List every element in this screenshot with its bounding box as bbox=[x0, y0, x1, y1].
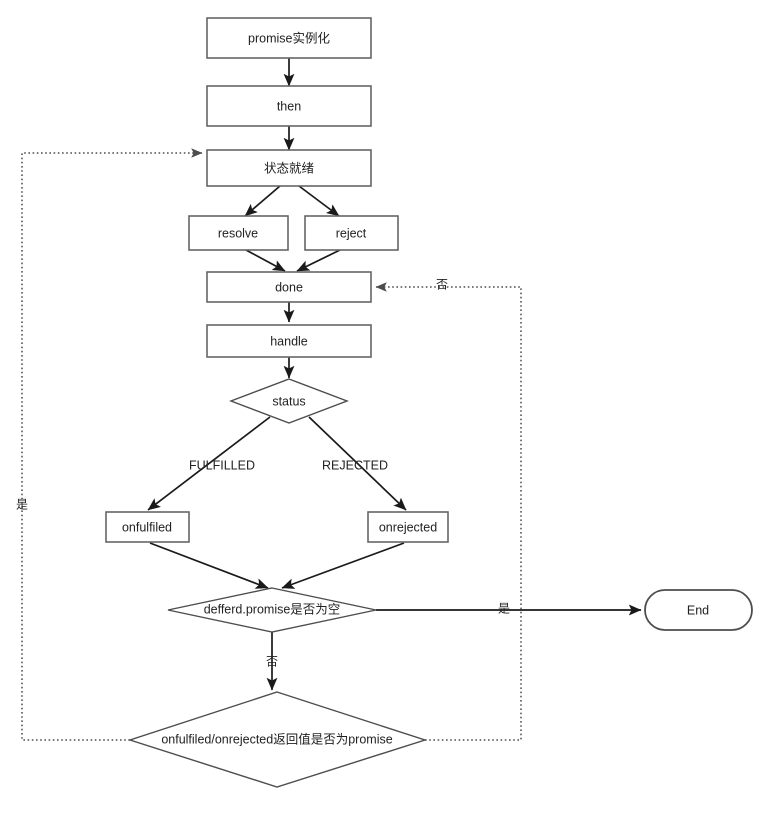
node-status-decision[interactable] bbox=[229, 378, 349, 424]
edge-status-to-onrejected bbox=[308, 416, 407, 511]
node-then[interactable] bbox=[206, 85, 372, 127]
edge-label-return-yes: 是 bbox=[16, 498, 28, 512]
edge-state-ready-to-reject bbox=[298, 185, 340, 217]
node-end-label: End bbox=[687, 603, 709, 617]
node-handle-label: handle bbox=[270, 334, 308, 348]
edge-label-deferred-no: 否 bbox=[266, 655, 278, 669]
node-onrejected-label: onrejected bbox=[379, 520, 437, 534]
edge-resolve-to-done bbox=[245, 249, 286, 272]
node-onfulfiled[interactable] bbox=[105, 511, 190, 543]
edge-reject-to-done bbox=[296, 249, 341, 272]
node-done[interactable] bbox=[206, 271, 372, 303]
node-return-is-promise-decision[interactable] bbox=[127, 691, 428, 788]
edge-label-rejected: REJECTED bbox=[322, 458, 388, 472]
node-reject-label: reject bbox=[336, 226, 367, 240]
node-then-label: then bbox=[277, 99, 301, 113]
node-promise-init[interactable] bbox=[206, 17, 372, 59]
node-reject[interactable] bbox=[304, 215, 399, 251]
edge-label-return-no: 否 bbox=[436, 278, 448, 292]
edge-state-ready-to-resolve bbox=[244, 185, 281, 217]
node-resolve[interactable] bbox=[188, 215, 289, 251]
node-promise-init-label: promise实例化 bbox=[248, 30, 330, 45]
node-handle[interactable] bbox=[206, 324, 372, 358]
edge-onfulfiled-to-deferred bbox=[149, 542, 269, 589]
node-resolve-label: resolve bbox=[218, 226, 258, 240]
edge-status-to-onfulfiled bbox=[147, 416, 271, 511]
node-state-ready-label: 状态就绪 bbox=[264, 160, 314, 175]
node-onfulfiled-label: onfulfiled bbox=[122, 520, 172, 534]
node-onrejected[interactable] bbox=[367, 511, 449, 543]
edge-label-deferred-yes: 是 bbox=[498, 602, 510, 616]
edge-return-check-yes-to-state-ready bbox=[21, 148, 203, 741]
node-status-label: status bbox=[272, 394, 305, 408]
node-state-ready[interactable] bbox=[206, 149, 372, 187]
edge-label-fulfilled: FULFILLED bbox=[189, 458, 255, 472]
edge-onrejected-to-deferred bbox=[281, 542, 405, 589]
node-return-is-promise-label: onfulfiled/onrejected返回值是否为promise bbox=[161, 731, 392, 746]
node-deferred-promise-empty-decision[interactable] bbox=[167, 587, 377, 633]
node-done-label: done bbox=[275, 280, 303, 294]
node-end[interactable] bbox=[644, 589, 753, 631]
node-deferred-promise-empty-label: defferd.promise是否为空 bbox=[204, 602, 341, 616]
